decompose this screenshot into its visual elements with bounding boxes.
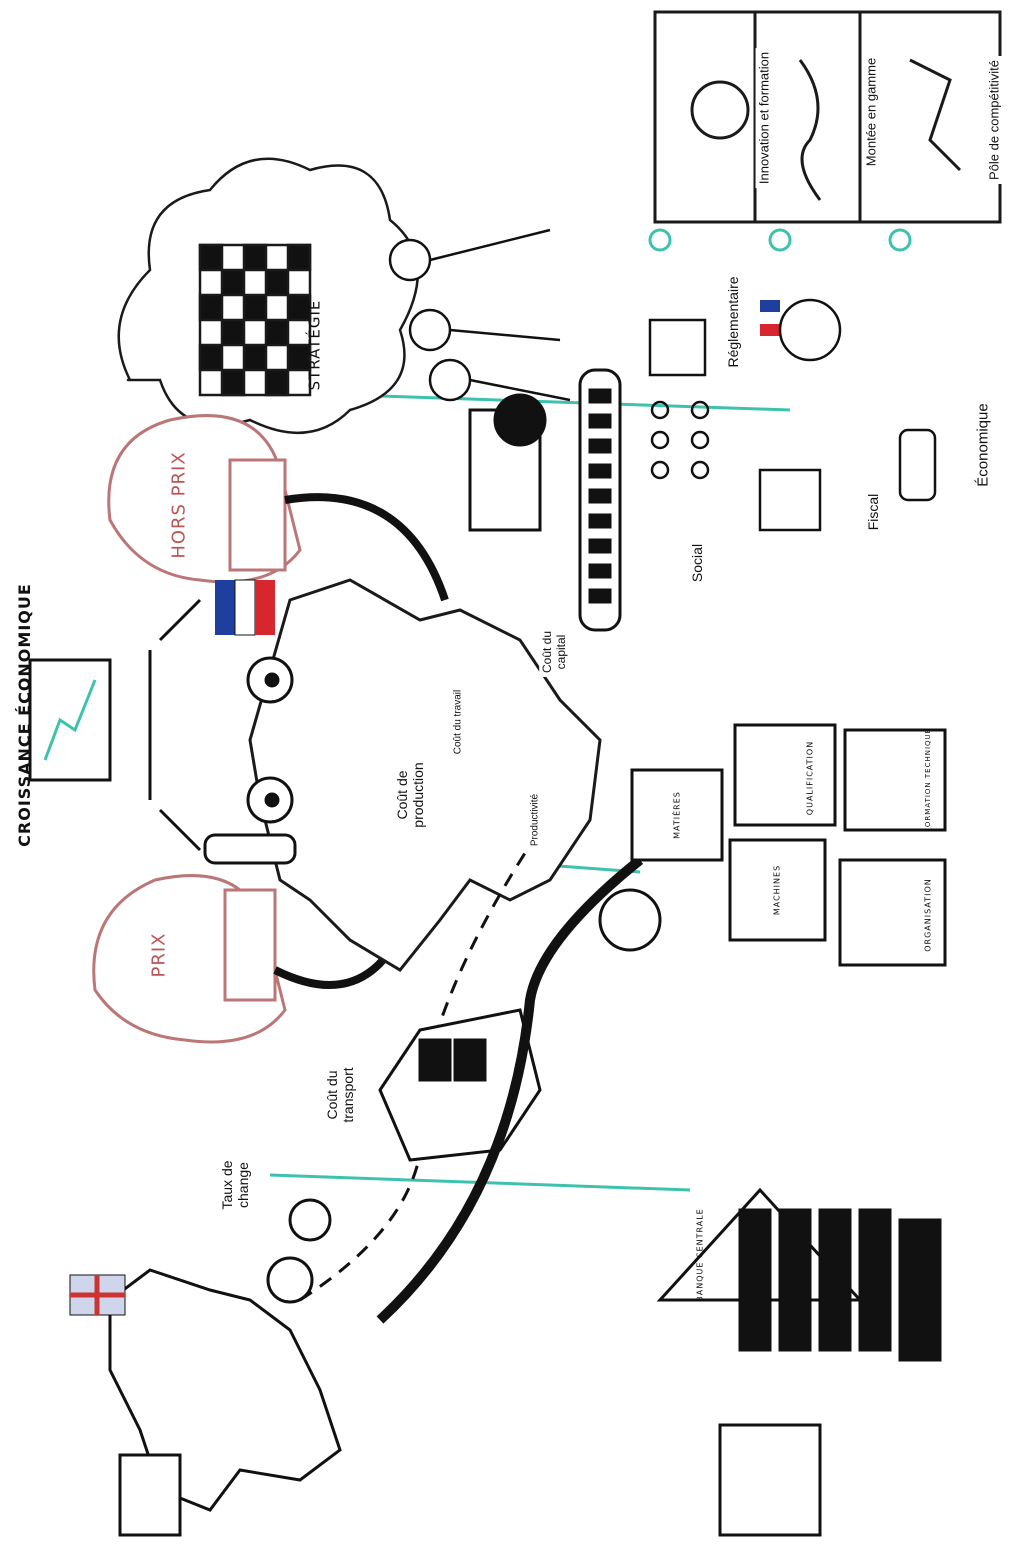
- label-economique: Économique: [974, 403, 991, 486]
- box-label-matieres: MATIÈRES: [672, 791, 681, 839]
- uk-flag: [70, 1275, 125, 1315]
- strategy-cloud: [119, 159, 418, 433]
- label-productivite: Productivité: [527, 790, 543, 850]
- strategy-label: STRATÉGIE: [306, 300, 323, 391]
- label-social: Social: [689, 544, 705, 582]
- people-flags: [390, 230, 570, 400]
- label-innovation: Innovation et formation: [756, 48, 775, 188]
- regulation-book: [650, 320, 705, 375]
- fiscal-machine: [760, 470, 820, 530]
- conveyor: [470, 370, 620, 630]
- tape-hand: [600, 890, 660, 950]
- title-croissance-economique: CROISSANCE ÉCONOMIQUE: [16, 583, 34, 847]
- factor-boxes: [632, 725, 945, 965]
- france-flag: [215, 580, 275, 635]
- label-fiscal: Fiscal: [865, 494, 881, 531]
- label-cout-travail: Coût du travail: [450, 686, 466, 758]
- glove-hors-prix: [109, 416, 300, 582]
- coins-stack: [900, 430, 935, 500]
- uk-sign: [120, 1455, 180, 1535]
- glove-hors-prix-label: HORS PRIX: [170, 451, 191, 558]
- glove-prix: [94, 876, 285, 1042]
- box-label-qualification: QUALIFICATION: [805, 741, 814, 815]
- bank-label: BANQUE CENTRALE: [695, 1208, 704, 1301]
- box-label-organisation: ORGANISATION: [923, 878, 932, 951]
- box-label-formation: FORMATION TECHNIQUE: [924, 728, 932, 832]
- glove-prix-label: PRIX: [150, 932, 171, 977]
- ring: [30, 600, 200, 850]
- label-montee-gamme: Montée en gamme: [863, 54, 882, 170]
- ballot-sign: [720, 1425, 820, 1535]
- regulation-figure-flag: [760, 300, 840, 360]
- box-label-machines: MACHINES: [772, 865, 781, 915]
- innovation-panel: [650, 12, 1000, 250]
- social-icons: [652, 402, 708, 478]
- label-reglementaire: Réglementaire: [725, 276, 741, 367]
- cannon: [205, 835, 295, 863]
- label-pole-competitivite: Pôle de compétitivité: [986, 56, 1005, 184]
